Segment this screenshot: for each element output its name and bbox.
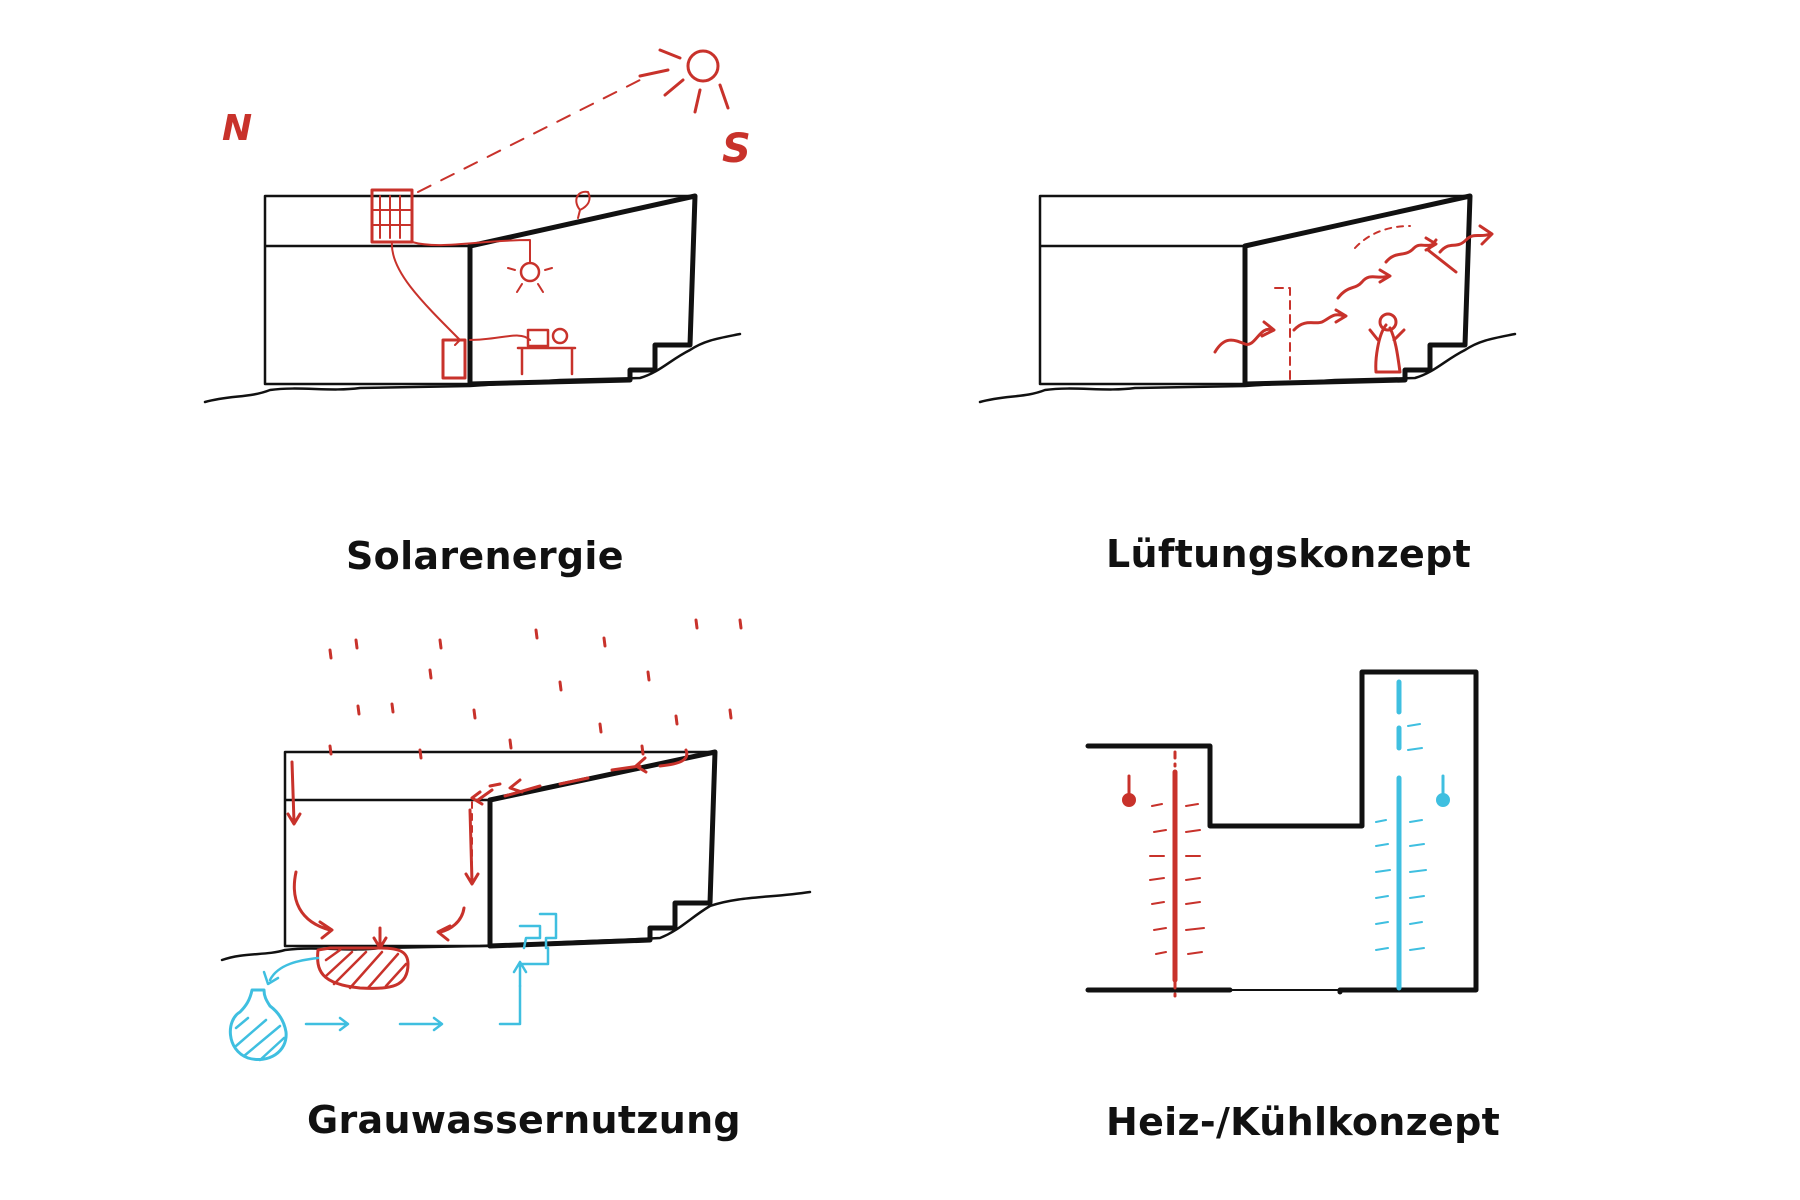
air-arrow-2	[1292, 308, 1348, 332]
floorplan-outline	[1085, 669, 1479, 995]
collection-curve-right	[436, 906, 466, 942]
blue-overflow	[262, 956, 320, 986]
building-sloped-section	[467, 193, 698, 387]
toilet-icon	[518, 912, 558, 950]
blue-pipe-up	[512, 946, 550, 988]
building-outline	[283, 750, 717, 948]
greywater-sketch	[220, 618, 812, 1062]
panel-grauwassernutzung: Grauwassernutzung	[0, 600, 900, 1200]
north-label: N	[222, 108, 253, 149]
panel-heiz-kuehlkonzept: Heiz-/Kühlkonzept	[900, 600, 1800, 1200]
ground-line	[220, 890, 812, 962]
sun-icon	[686, 49, 720, 83]
plant-icon	[575, 190, 591, 219]
desk-icon	[516, 328, 577, 376]
building-outline	[263, 194, 697, 386]
south-label: S	[722, 126, 751, 172]
air-arrow-5	[1438, 224, 1494, 254]
heat-waves	[1149, 803, 1205, 955]
heating-cooling-plan	[1085, 669, 1479, 998]
downpipe-right	[464, 808, 480, 886]
lamp-icon	[519, 261, 541, 283]
window-dashed	[1274, 287, 1291, 385]
panel-lueftungskonzept: Lüftungskonzept	[900, 0, 1800, 600]
ventilation-sketch	[978, 193, 1517, 404]
collection-curve-left	[292, 870, 334, 940]
battery-icon	[441, 338, 467, 380]
air-arrow-1	[1213, 320, 1276, 354]
building-sloped-section	[487, 749, 718, 949]
caption-grauwassernutzung: Grauwassernutzung	[307, 1098, 741, 1142]
sun-ray-dashed	[417, 79, 641, 193]
caption-solarenergie: Solarenergie	[346, 534, 624, 578]
solar-sketch	[203, 48, 742, 404]
building-outline	[1038, 194, 1472, 386]
wiring	[390, 239, 531, 346]
roof-water-arrows	[476, 748, 689, 802]
roof-window-flap	[1426, 238, 1458, 274]
caption-heiz-kuehlkonzept: Heiz-/Kühlkonzept	[1106, 1100, 1501, 1144]
person-icon	[1368, 323, 1406, 374]
cool-waves	[1375, 723, 1427, 951]
flask-icon	[228, 988, 288, 1061]
building-sloped-section	[1242, 193, 1473, 387]
roof-vent-dashed	[1354, 225, 1411, 249]
rain-drops	[328, 618, 743, 760]
blue-pipe-bottom	[304, 984, 522, 1032]
dashed-guide-left	[291, 761, 295, 815]
air-arrow-3	[1336, 268, 1392, 300]
greywater-tank	[316, 946, 410, 990]
solar-panel-icon	[370, 188, 414, 244]
panel-solarenergie: N S Solarenergie	[0, 0, 900, 600]
caption-lueftungskonzept: Lüftungskonzept	[1106, 532, 1472, 576]
